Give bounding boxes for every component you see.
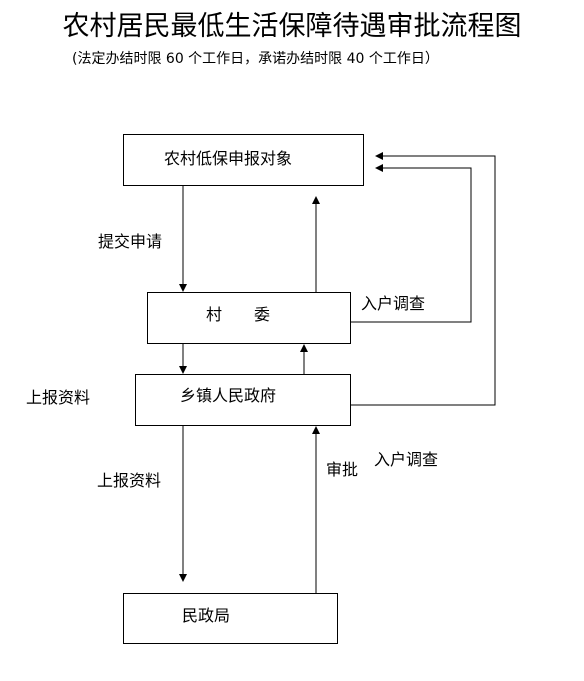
label-report-materials-township: 上报资料 — [26, 388, 91, 407]
label-submit-application: 提交申请 — [98, 232, 163, 251]
node-civil-affairs: 民政局 — [123, 593, 338, 644]
node-applicant-label: 农村低保申报对象 — [164, 149, 293, 168]
label-report-materials-civil: 上报资料 — [97, 471, 162, 490]
node-township-label: 乡镇人民政府 — [180, 386, 277, 405]
node-village-label: 村 委 — [206, 305, 271, 324]
node-civil-affairs-label: 民政局 — [182, 606, 231, 625]
label-household-survey-village: 入户调查 — [361, 294, 426, 313]
page-title: 农村居民最低生活保障待遇审批流程图 — [62, 11, 522, 42]
label-approve: 审批 — [326, 460, 359, 479]
label-household-survey-civil: 入户调查 — [374, 450, 439, 469]
node-applicant: 农村低保申报对象 — [123, 134, 364, 186]
page-subtitle: (法定办结时限 60 个工作日，承诺办结时限 40 个工作日） — [72, 51, 439, 67]
arrow-township-survey-loop — [351, 152, 496, 406]
node-village: 村 委 — [147, 292, 351, 344]
arrow-village-survey-loop — [351, 164, 472, 323]
node-township: 乡镇人民政府 — [135, 374, 351, 426]
